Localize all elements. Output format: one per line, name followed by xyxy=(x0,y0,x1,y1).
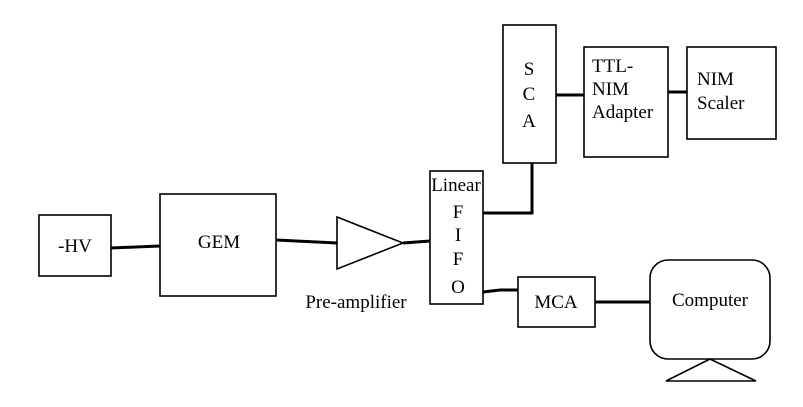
sca-box xyxy=(502,24,557,164)
gem-box xyxy=(159,193,277,297)
ttl-nim-adapter-box xyxy=(583,46,669,158)
computer-block: Computer xyxy=(649,259,771,382)
sca-line-1: S xyxy=(524,59,535,80)
sca-line-3: A xyxy=(522,111,536,132)
preamp-label: Pre-amplifier xyxy=(305,292,407,313)
gem-block: GEM xyxy=(159,193,277,297)
mca-label: MCA xyxy=(534,292,578,313)
linear-fifo-line-1: Linear xyxy=(431,175,481,196)
linear-fifo-line-2: F xyxy=(453,202,464,223)
nim-scaler-box xyxy=(686,46,777,140)
wire-fifo-sca xyxy=(483,163,534,215)
ttl-nim-line-1: TTL- xyxy=(592,56,633,77)
ttl-nim-line-3: Adapter xyxy=(592,102,654,123)
ttl-nim-adapter-block: TTL- NIM Adapter xyxy=(583,46,669,158)
linear-fifo-line-3: I xyxy=(455,225,461,246)
linear-fifo-block: Linear F I F O xyxy=(429,170,484,305)
hv-box xyxy=(38,214,112,277)
ttl-nim-line-2: NIM xyxy=(592,79,629,100)
wire-hv-gem xyxy=(110,244,161,250)
preamp-block: Pre-amplifier xyxy=(305,215,407,313)
mca-box xyxy=(517,276,596,328)
computer-label: Computer xyxy=(672,290,749,311)
nim-scaler-block: NIM Scaler xyxy=(686,46,777,140)
linear-fifo-box xyxy=(429,170,484,305)
sca-block: S C A xyxy=(502,24,557,164)
wire-fifo-mca xyxy=(482,288,518,294)
linear-fifo-line-5: O xyxy=(451,277,465,298)
computer-stand-icon xyxy=(665,358,757,382)
hv-label: -HV xyxy=(58,236,92,257)
hv-block: -HV xyxy=(38,214,112,277)
nim-scaler-line-1: NIM xyxy=(697,69,734,90)
amplifier-triangle-icon xyxy=(336,215,406,271)
wire-gem-preamp xyxy=(275,238,338,245)
nim-scaler-line-2: Scaler xyxy=(697,93,745,114)
connections xyxy=(110,90,687,304)
linear-fifo-line-4: F xyxy=(453,249,464,270)
mca-block: MCA xyxy=(517,276,596,328)
sca-line-2: C xyxy=(523,84,536,105)
gem-label: GEM xyxy=(198,232,240,253)
wire-preamp-fifo xyxy=(402,239,431,245)
